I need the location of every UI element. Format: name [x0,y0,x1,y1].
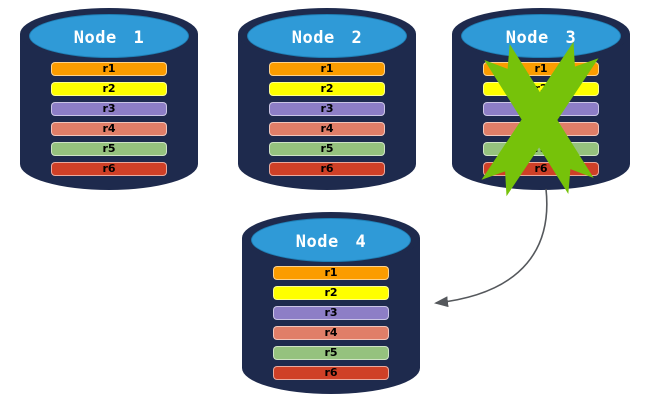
replica-bar-r2: r2 [483,82,599,96]
replica-bar-r1: r1 [273,266,389,280]
replica-bar-r6: r6 [269,162,385,176]
replica-bar-r4: r4 [273,326,389,340]
replica-bar-r3: r3 [269,102,385,116]
replica-bar-r4: r4 [269,122,385,136]
replica-bar-r1: r1 [269,62,385,76]
replica-bar-r5: r5 [51,142,167,156]
node-title: Node 2 [291,28,363,48]
node-1: Node 1 r1 r2 r3 r4 r5 r6 [20,8,198,190]
replica-bar-r3: r3 [273,306,389,320]
replica-list: r1 r2 r3 r4 r5 r6 [269,62,385,182]
replica-list: r1 r2 r3 r4 r5 r6 [51,62,167,182]
replica-bar-r2: r2 [269,82,385,96]
node-title: Node 4 [295,232,367,252]
replica-bar-r1: r1 [51,62,167,76]
replica-bar-r6: r6 [483,162,599,176]
replica-bar-r2: r2 [51,82,167,96]
replica-bar-r4: r4 [51,122,167,136]
cylinder-top-face [247,14,407,58]
replica-bar-r3: r3 [51,102,167,116]
cylinder-top-face [251,218,411,262]
replica-bar-r5: r5 [269,142,385,156]
replica-bar-r5: r5 [483,142,599,156]
arrow-curve [434,188,548,308]
replica-bar-r3: r3 [483,102,599,116]
node-title: Node 3 [505,28,577,48]
cylinder-top-face [29,14,189,58]
replica-bar-r6: r6 [51,162,167,176]
node-title: Node 1 [73,28,145,48]
replica-bar-r4: r4 [483,122,599,136]
replica-bar-r2: r2 [273,286,389,300]
replica-list: r1 r2 r3 r4 r5 r6 [273,266,389,386]
node-3: Node 3 r1 r2 r3 r4 r5 r6 [452,8,630,197]
replica-bar-r6: r6 [273,366,389,380]
replica-list: r1 r2 r3 r4 r5 r6 [483,62,599,182]
node-4: Node 4 r1 r2 r3 r4 r5 r6 [242,212,420,394]
replica-bar-r5: r5 [273,346,389,360]
node-2: Node 2 r1 r2 r3 r4 r5 r6 [238,8,416,190]
replica-bar-r1: r1 [483,62,599,76]
